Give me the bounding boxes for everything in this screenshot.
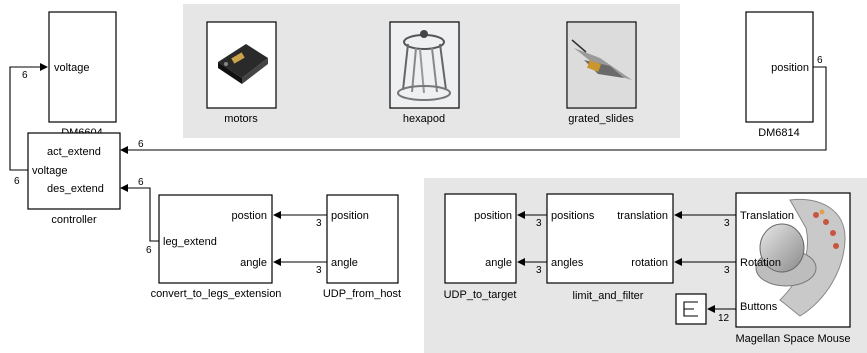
udp-to-target-angle-port: angle [485, 257, 512, 269]
width-act-extend-in: 6 [138, 139, 144, 150]
wire-controller-to-dm6604 [9, 63, 48, 171]
dm6814-label: DM6814 [758, 127, 800, 139]
wire-rotation-to-limit [674, 258, 736, 266]
controller-act-extend-port: act_extend [47, 146, 101, 158]
limit-rotation-port: rotation [631, 257, 668, 269]
grated-slides-block[interactable]: grated_slides [566, 21, 637, 125]
dm6814-position-port: position [771, 62, 809, 74]
space-mouse-image [755, 198, 846, 317]
width-postion-in: 3 [316, 218, 322, 229]
dm6604-voltage-port: voltage [54, 62, 89, 74]
space-mouse-buttons-port: Buttons [740, 301, 778, 313]
width-des-extend-in: 6 [138, 177, 144, 188]
udp-to-target-label: UDP_to_target [444, 289, 517, 301]
motors-image [218, 44, 268, 84]
controller-des-extend-port: des_extend [47, 183, 104, 195]
width-dm6814-out: 6 [817, 55, 823, 66]
wire-udp-position-to-convert [273, 211, 327, 219]
wire-translation-to-limit [674, 211, 736, 219]
limit-and-filter-block[interactable]: positions angles translation rotation li… [546, 193, 674, 302]
space-mouse-block[interactable]: Translation Rotation Buttons Magellan Sp… [735, 192, 851, 345]
width-dm6604-in: 6 [22, 70, 28, 81]
hexapod-image [391, 23, 458, 107]
motors-label: motors [224, 113, 258, 125]
convert-leg-extend-port: leg_extend [163, 236, 217, 248]
terminator-block[interactable] [675, 293, 707, 325]
limit-angles-port: angles [551, 257, 584, 269]
udp-from-host-angle-port: angle [331, 257, 358, 269]
space-mouse-rotation-port: Rotation [740, 257, 781, 269]
convert-label: convert_to_legs_extension [151, 288, 282, 300]
wire-angles-to-udp-target [517, 258, 547, 266]
convert-postion-port: postion [232, 210, 267, 222]
limit-translation-port: translation [617, 210, 668, 222]
width-buttons-out: 12 [718, 313, 730, 324]
width-rotation-in: 3 [724, 265, 730, 276]
udp-from-host-position-port: position [331, 210, 369, 222]
wire-buttons-to-terminator [707, 305, 736, 313]
wire-positions-to-udp-target [517, 211, 547, 219]
convert-angle-port: angle [240, 257, 267, 269]
limit-positions-port: positions [551, 210, 595, 222]
controller-label: controller [51, 214, 97, 226]
udp-from-host-block[interactable]: position angle UDP_from_host [323, 194, 401, 300]
space-mouse-label: Magellan Space Mouse [736, 333, 851, 345]
controller-block[interactable]: act_extend voltage des_extend controller [27, 132, 121, 226]
grated-slides-image [568, 23, 635, 107]
motors-block[interactable]: motors [206, 21, 277, 125]
grated-slides-label: grated_slides [568, 113, 634, 125]
dm6604-block[interactable]: voltage DM6604 [48, 11, 117, 139]
convert-block[interactable]: leg_extend postion angle convert_to_legs… [151, 194, 282, 300]
wire-udp-angle-to-convert [273, 258, 327, 266]
wire-dm6814-to-controller [120, 66, 827, 154]
udp-from-host-label: UDP_from_host [323, 288, 401, 300]
hexapod-label: hexapod [403, 113, 445, 125]
width-translation-in: 3 [724, 218, 730, 229]
hexapod-block[interactable]: hexapod [389, 21, 460, 125]
space-mouse-translation-port: Translation [740, 210, 794, 222]
width-angles-out: 3 [536, 265, 542, 276]
width-positions-out: 3 [536, 218, 542, 229]
limit-and-filter-label: limit_and_filter [573, 290, 644, 302]
terminator-icon [683, 301, 698, 317]
udp-to-target-position-port: position [474, 210, 512, 222]
wire-convert-to-controller [120, 184, 159, 242]
dm6814-block[interactable]: position DM6814 [745, 11, 814, 139]
width-leg-extend-out: 6 [146, 245, 152, 256]
controller-voltage-port: voltage [32, 165, 67, 177]
udp-to-target-block[interactable]: position angle UDP_to_target [444, 193, 517, 301]
width-controller-voltage-out: 6 [14, 176, 20, 187]
width-angle-in: 3 [316, 265, 322, 276]
